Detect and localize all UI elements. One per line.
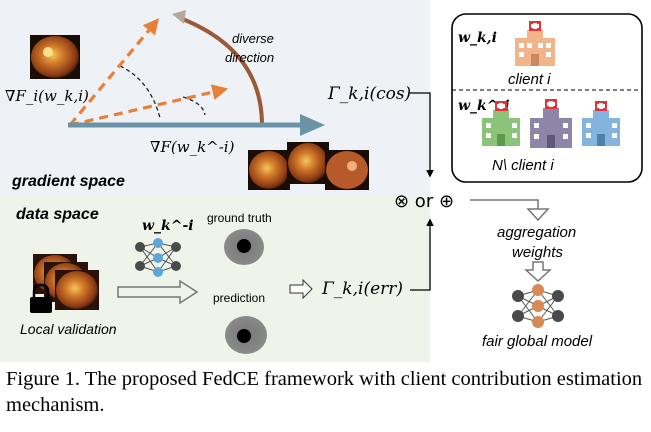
err-connector — [410, 218, 434, 291]
figure-caption: Figure 1. The proposed FedCE framework w… — [6, 368, 643, 416]
cos-connector — [410, 92, 434, 178]
global-gradient-arrow-head — [300, 114, 325, 136]
gradient-space-panel: gradient space diverse direction ∇F_i(w_… — [0, 0, 430, 196]
err-contribution-label: Γ_k,i(err) — [321, 279, 403, 299]
gradient-space-label: gradient space — [11, 173, 125, 190]
model-weight-label: w_k^-i — [142, 218, 194, 234]
combine-connector-head — [526, 208, 550, 222]
local-validation-label: Local validation — [20, 321, 117, 337]
ground-truth-mask — [224, 229, 264, 265]
diverse-direction-arc — [179, 16, 264, 126]
lock-icon — [30, 283, 52, 313]
neural-network-icon — [135, 238, 181, 277]
angle-arc-small — [182, 96, 206, 116]
ground-truth-label: ground truth — [207, 211, 272, 225]
local-gradient-arrow-1 — [68, 18, 160, 127]
combine-operator-label: ⊗ or ⊕ — [394, 191, 454, 212]
fundus-images-global — [248, 142, 369, 190]
client-label: client i — [508, 71, 551, 88]
global-gradient-label: ∇F(w_k^-i) — [150, 138, 235, 156]
global-model-label: fair global model — [482, 333, 593, 350]
local-gradient-arrow-2 — [69, 84, 229, 127]
prediction-mask — [225, 316, 267, 354]
diverse-arc-head — [172, 10, 186, 24]
prediction-label: prediction — [213, 291, 265, 305]
global-model-network-icon — [512, 284, 564, 328]
client-weight-label: w_k,i — [458, 30, 497, 46]
aggregation-label-line1: aggregation — [497, 224, 576, 241]
cos-contribution-label: Γ_k,i(cos) — [327, 84, 411, 104]
hospital-icon-green — [482, 101, 520, 146]
combine-connector — [470, 199, 539, 210]
data-space-panel: data space Local validation w_k^-i — [0, 196, 430, 362]
diverse-label-line1: diverse — [232, 31, 274, 46]
fundus-image-local — [30, 35, 80, 79]
hospital-icon-purple — [530, 99, 572, 148]
err-arrow — [289, 278, 313, 300]
client-box: w_k,i client i w_k^-i N\ client i — [451, 13, 643, 183]
aggregation-label-line2: weights — [512, 244, 563, 261]
others-label: N\ client i — [492, 157, 554, 174]
local-validation-images — [33, 254, 99, 310]
hospital-icon-blue — [582, 101, 620, 146]
hospital-icon-client — [515, 21, 555, 66]
aggregation-down-arrow — [524, 261, 552, 283]
local-gradient-label: ∇F_i(w_k,i) — [5, 87, 89, 105]
data-space-label: data space — [16, 206, 99, 223]
diverse-label-line2: direction — [225, 50, 274, 65]
validation-arrow — [117, 279, 199, 305]
